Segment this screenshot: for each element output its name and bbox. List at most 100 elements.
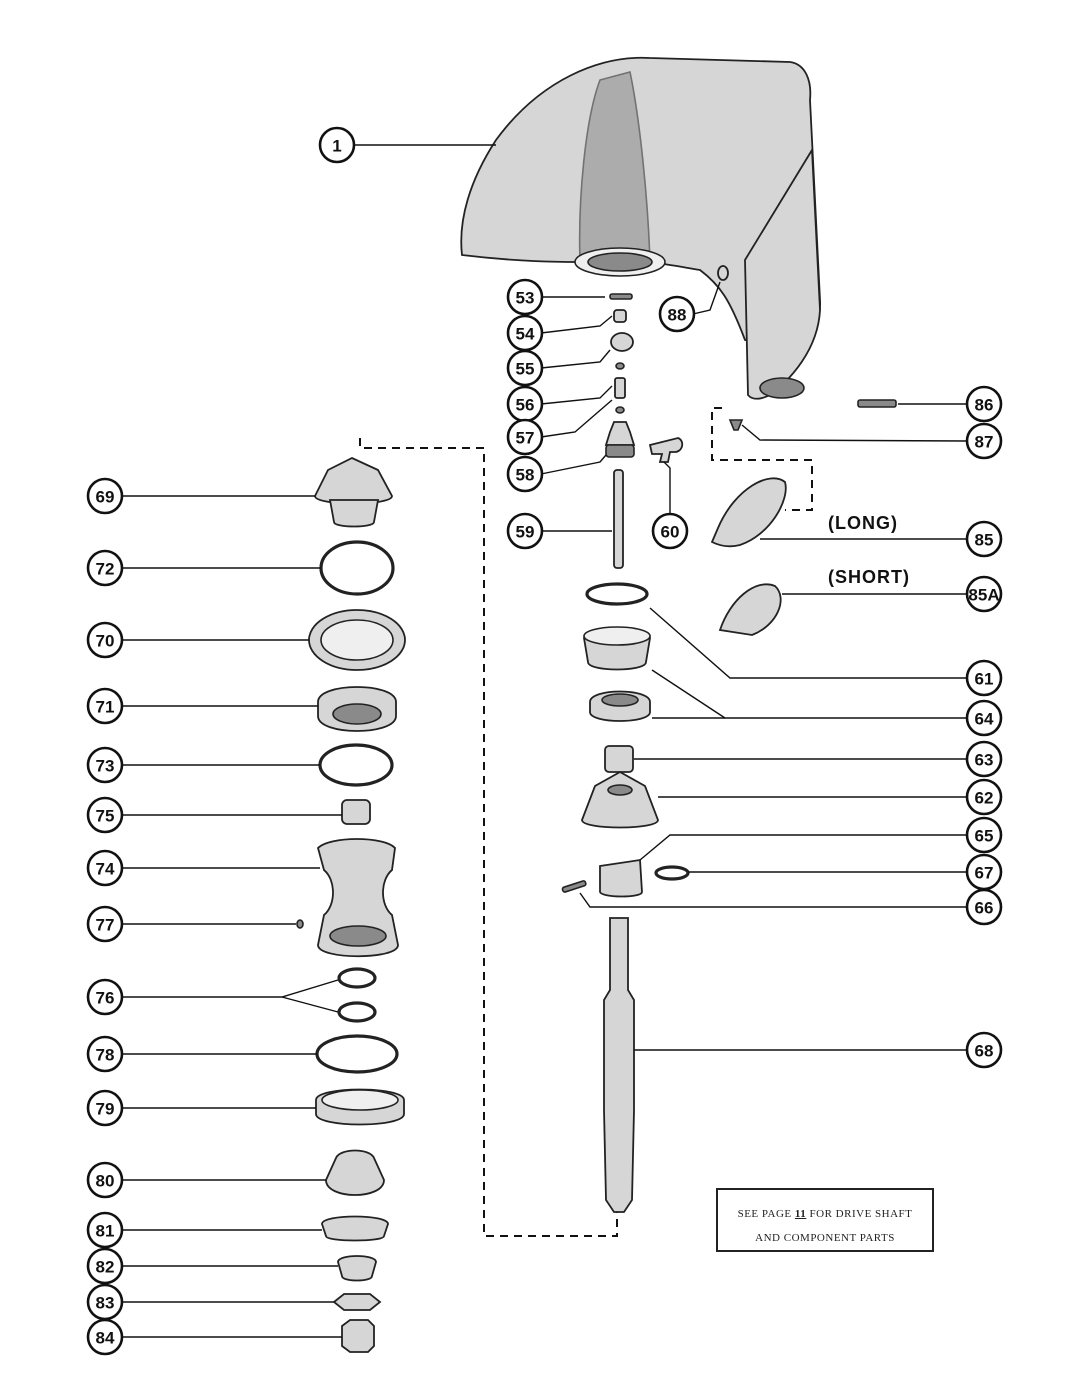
callout-85A: 85A [965, 575, 1003, 613]
callout-54: 54 [506, 314, 544, 352]
callout-circle [86, 905, 124, 943]
callout-57: 57 [506, 418, 544, 456]
callout-74: 74 [86, 849, 124, 887]
callout-number: 63 [975, 751, 994, 770]
callout-number: 65 [975, 827, 994, 846]
callout-number: 81 [96, 1222, 115, 1241]
callout-circle [658, 295, 696, 333]
callout-number: 86 [975, 396, 994, 415]
center-parts [561, 265, 897, 1213]
callout-number: 55 [516, 360, 535, 379]
callout-circle [86, 796, 124, 834]
callout-number: 85A [968, 586, 999, 605]
callout-number: 69 [96, 488, 115, 507]
callout-71: 71 [86, 687, 124, 725]
callout-circle [651, 512, 689, 550]
callout-circle [86, 1247, 124, 1285]
callout-circle [965, 816, 1003, 854]
callout-69: 69 [86, 477, 124, 515]
callout-number: 82 [96, 1258, 115, 1277]
callout-number: 71 [96, 698, 115, 717]
callout-circle [86, 978, 124, 1016]
callout-78: 78 [86, 1035, 124, 1073]
callout-number: 67 [975, 864, 994, 883]
note-suffix: FOR DRIVE SHAFT [806, 1208, 913, 1220]
note-prefix: SEE PAGE [737, 1208, 795, 1220]
callout-circle [86, 746, 124, 784]
callout-70: 70 [86, 621, 124, 659]
callout-circle [506, 349, 544, 387]
callout-number: 88 [668, 306, 687, 325]
callout-number: 1 [332, 137, 341, 156]
callout-circle [86, 1089, 124, 1127]
callout-layer: 1 53 54 55 56 57 58 59 60 88 86 87 85 85A 61 64 63 62 65 67… [86, 126, 1003, 1356]
callout-72: 72 [86, 549, 124, 587]
callout-circle [965, 778, 1003, 816]
callout-circle [86, 1211, 124, 1249]
callout-73: 73 [86, 746, 124, 784]
callout-number: 73 [96, 757, 115, 776]
callout-62: 62 [965, 778, 1003, 816]
callout-number: 72 [96, 560, 115, 579]
callout-circle [86, 1161, 124, 1199]
callout-number: 64 [975, 710, 994, 729]
callout-circle [86, 477, 124, 515]
callout-number: 56 [516, 396, 535, 415]
callout-88: 88 [658, 295, 696, 333]
callout-number: 80 [96, 1172, 115, 1191]
note-line-1: SEE PAGE 11 FOR DRIVE SHAFT [718, 1202, 932, 1226]
callout-circle [506, 278, 544, 316]
note-line-2: AND COMPONENT PARTS [755, 1232, 895, 1244]
callout-81: 81 [86, 1211, 124, 1249]
callout-1: 1 [318, 126, 356, 164]
callout-circle [86, 1318, 124, 1356]
leader-lines [122, 144, 967, 1338]
callout-65: 65 [965, 816, 1003, 854]
callout-circle [965, 385, 1003, 423]
callout-number: 70 [96, 632, 115, 651]
callout-circle [506, 512, 544, 550]
callout-83: 83 [86, 1283, 124, 1321]
callout-number: 62 [975, 789, 994, 808]
callout-84: 84 [86, 1318, 124, 1356]
callout-number: 83 [96, 1294, 115, 1313]
callout-circle [318, 126, 356, 164]
callout-circle [86, 849, 124, 887]
callout-77: 77 [86, 905, 124, 943]
callout-circle [965, 740, 1003, 778]
callout-87: 87 [965, 422, 1003, 460]
callout-number: 68 [975, 1042, 994, 1061]
callout-circle [965, 659, 1003, 697]
callout-number: 58 [516, 466, 535, 485]
callout-number: 79 [96, 1100, 115, 1119]
callout-66: 66 [965, 888, 1003, 926]
callout-85: 85 [965, 520, 1003, 558]
callout-68: 68 [965, 1031, 1003, 1069]
callout-circle [86, 549, 124, 587]
callout-number: 75 [96, 807, 115, 826]
callout-circle [965, 575, 1003, 613]
variant-label-long: (LONG) [828, 513, 898, 533]
callout-circle [965, 699, 1003, 737]
callout-53: 53 [506, 278, 544, 316]
callout-circle [506, 455, 544, 493]
callout-number: 54 [516, 325, 535, 344]
callout-number: 57 [516, 429, 535, 448]
callout-76: 76 [86, 978, 124, 1016]
reference-dashed-path-right [711, 407, 813, 511]
note-page-link[interactable]: 11 [794, 1208, 807, 1220]
callout-number: 53 [516, 289, 535, 308]
callout-number: 59 [516, 523, 535, 542]
left-parts [296, 457, 406, 1353]
callout-number: 84 [96, 1329, 115, 1348]
callout-circle [506, 418, 544, 456]
callout-60: 60 [651, 512, 689, 550]
reference-note-box: SEE PAGE 11 FOR DRIVE SHAFT AND COMPONEN… [716, 1188, 934, 1252]
callout-79: 79 [86, 1089, 124, 1127]
callout-number: 66 [975, 899, 994, 918]
callout-circle [965, 1031, 1003, 1069]
callout-number: 78 [96, 1046, 115, 1065]
gear-housing [460, 56, 821, 400]
callout-61: 61 [965, 659, 1003, 697]
